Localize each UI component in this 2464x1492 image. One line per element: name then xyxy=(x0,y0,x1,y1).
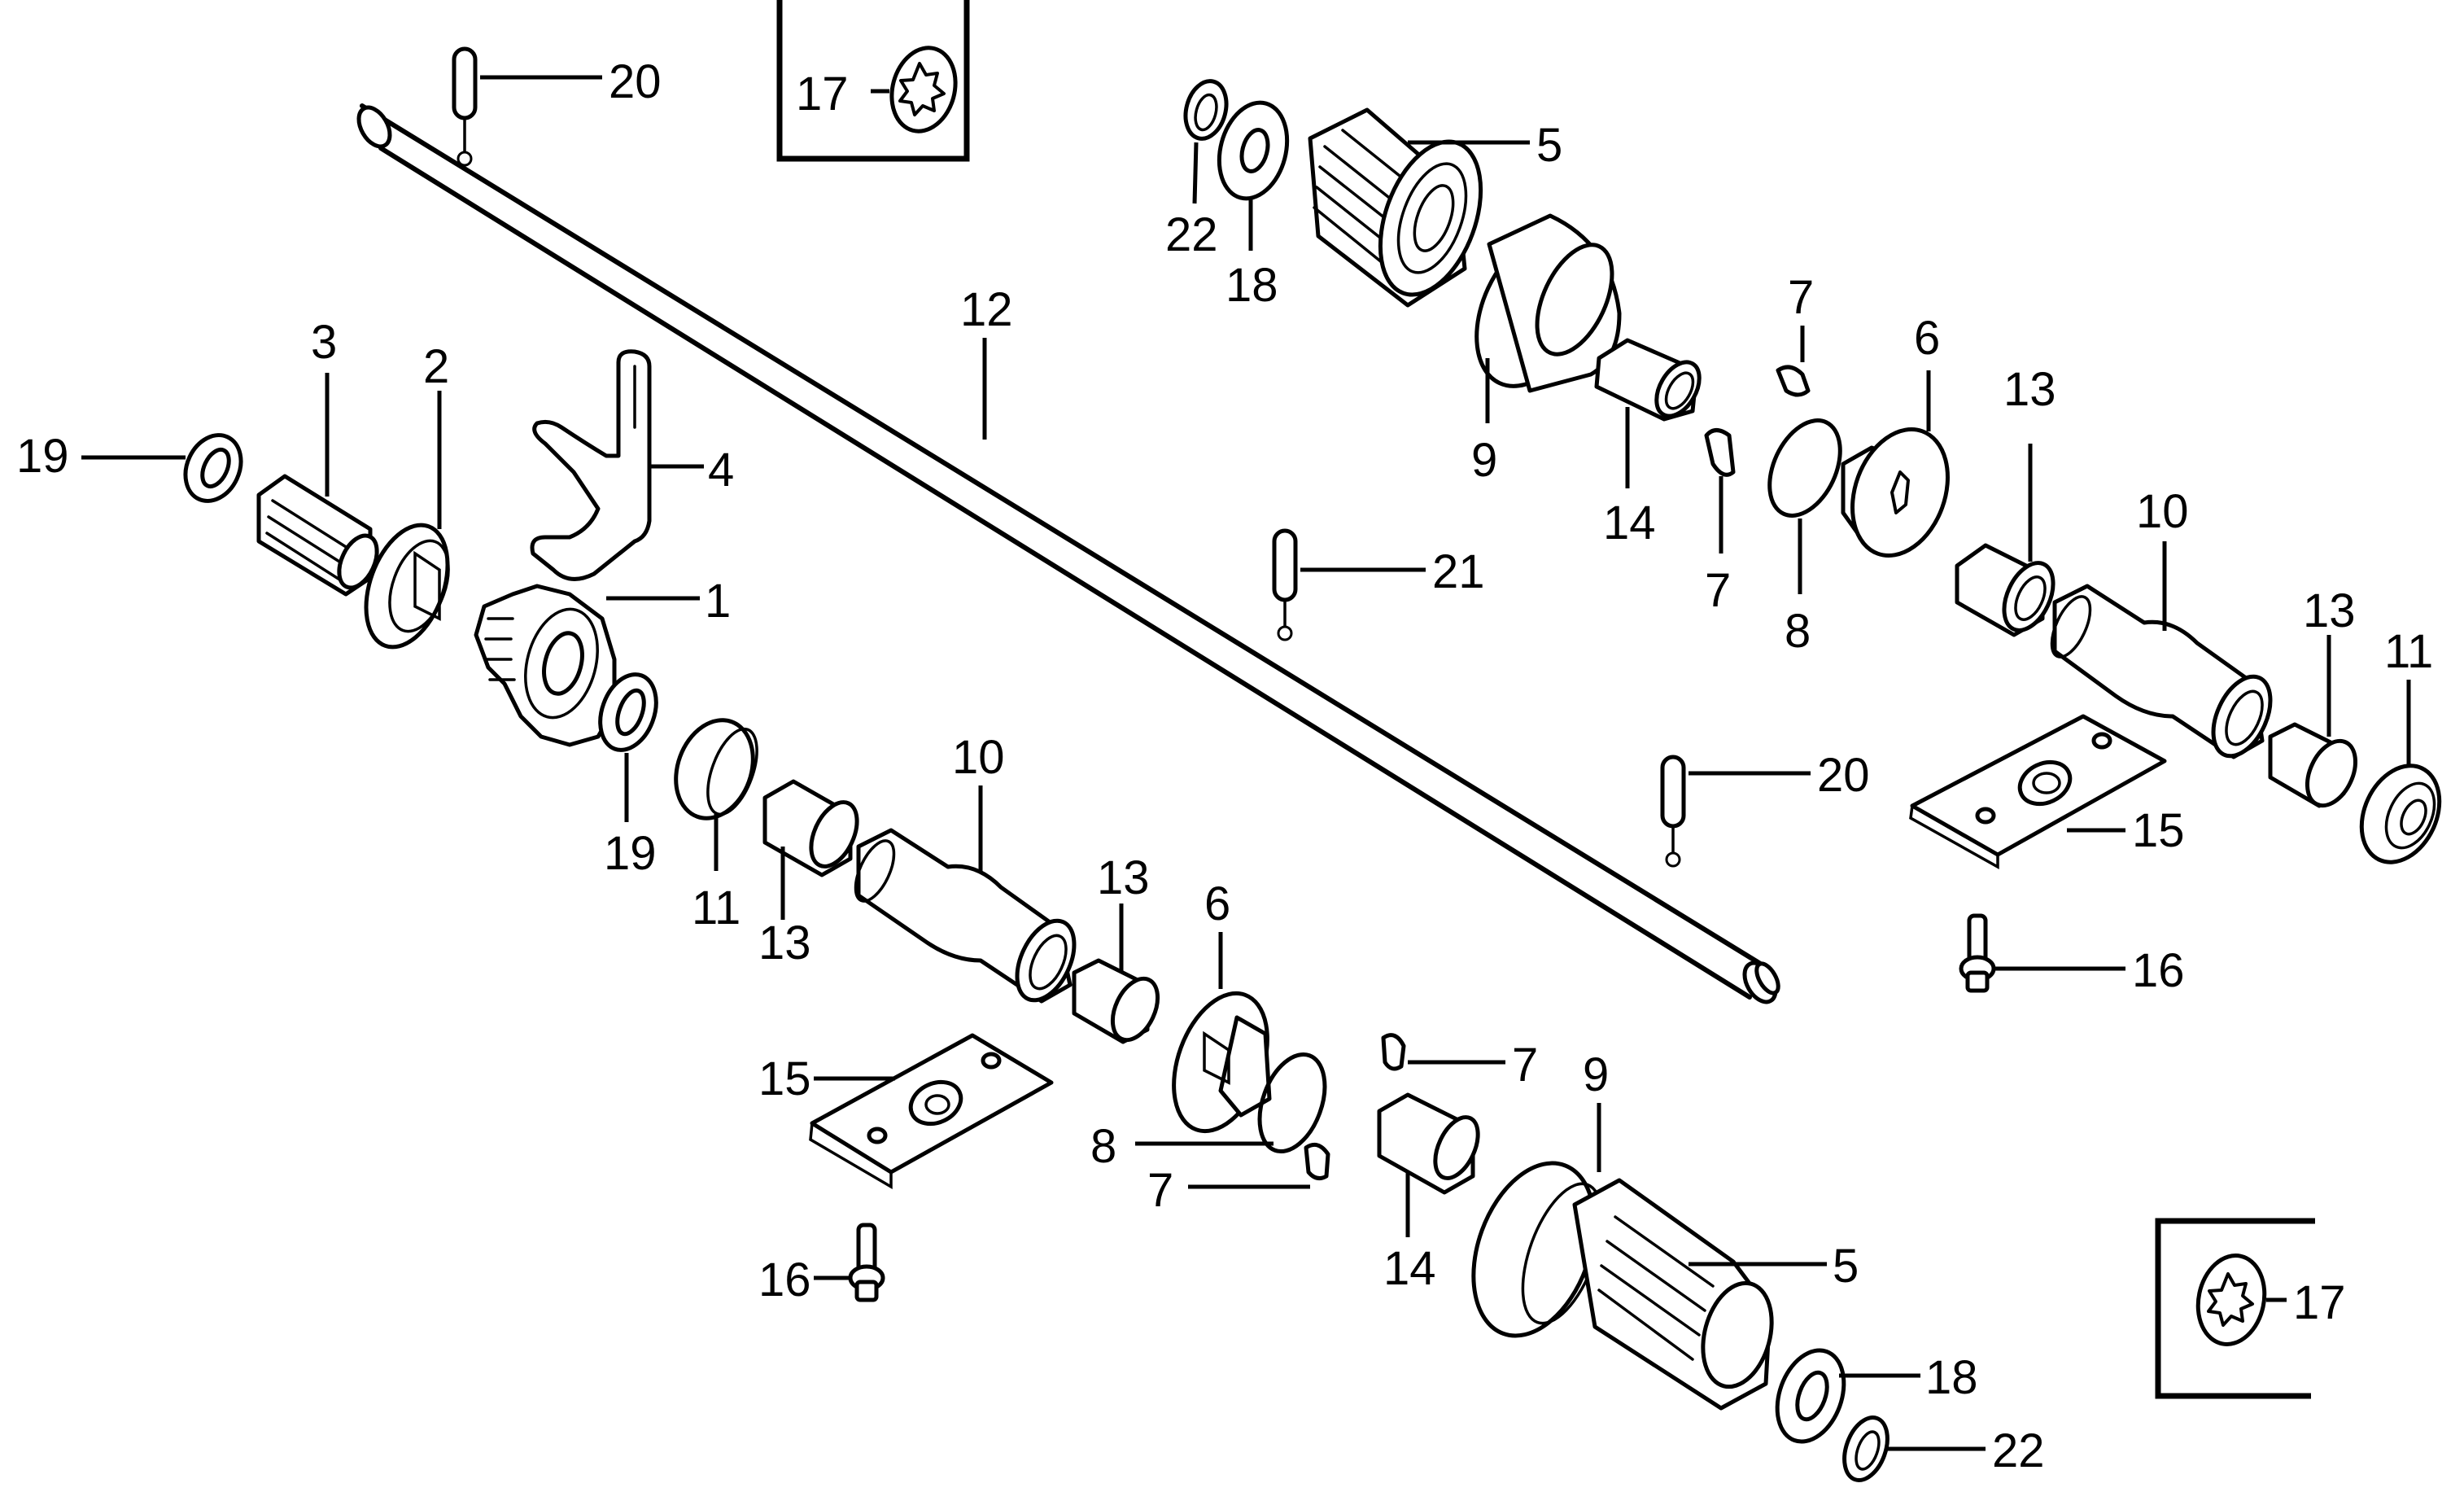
part-9-cup-top[interactable] xyxy=(1454,213,1627,405)
callout-11a[interactable]: 11 xyxy=(692,882,741,934)
callout-15b[interactable]: 15 xyxy=(2132,804,2185,857)
callout-16a[interactable]: 16 xyxy=(758,1254,811,1306)
callout-10b[interactable]: 10 xyxy=(952,731,1005,784)
part-12-shaft[interactable] xyxy=(352,102,1783,1007)
callout-3[interactable]: 3 xyxy=(311,316,337,369)
part-20-pin-right[interactable] xyxy=(1660,755,1686,868)
part-20-pin[interactable] xyxy=(452,46,478,167)
part-4-shift-fork[interactable] xyxy=(530,349,652,581)
part-7-key-mid[interactable] xyxy=(1704,428,1736,477)
callout-21[interactable]: 21 xyxy=(1432,545,1485,598)
callout-17a[interactable]: 17 xyxy=(796,68,849,120)
part-15-plate-mid[interactable] xyxy=(809,1033,1054,1190)
part-1-gear[interactable] xyxy=(474,584,617,747)
callout-6a[interactable]: 6 xyxy=(1914,312,1940,365)
part-18-washer-low[interactable] xyxy=(1765,1341,1855,1451)
part-19-washer-left[interactable] xyxy=(175,426,251,510)
callout-4[interactable]: 4 xyxy=(708,444,734,497)
callout-5b[interactable]: 5 xyxy=(1833,1240,1859,1293)
part-13-bushing-mid[interactable] xyxy=(762,779,867,877)
callout-13d[interactable]: 13 xyxy=(1097,851,1150,904)
part-14-bushing-low[interactable] xyxy=(1377,1092,1487,1195)
part-19-washer-mid[interactable] xyxy=(591,667,666,758)
callout-6b[interactable]: 6 xyxy=(1204,877,1230,930)
part-22-clip-low[interactable] xyxy=(1837,1411,1895,1486)
part-15-plate-right[interactable] xyxy=(1909,714,2167,869)
callout-17b[interactable]: 17 xyxy=(2293,1276,2346,1329)
part-5-gear-top[interactable] xyxy=(1308,107,1500,308)
star-washer-icon xyxy=(898,62,946,116)
callout-7c[interactable]: 7 xyxy=(1512,1039,1538,1092)
part-11-bushing-mid[interactable] xyxy=(663,709,767,829)
part-14-bushing-top[interactable] xyxy=(1594,338,1708,423)
part-21-pin[interactable] xyxy=(1272,528,1298,641)
callout-13a[interactable]: 13 xyxy=(2003,363,2056,416)
callout-18a[interactable]: 18 xyxy=(1225,259,1278,312)
callout-10a[interactable]: 10 xyxy=(2136,485,2189,538)
part-22-clip-top[interactable] xyxy=(1180,77,1233,143)
part-5-gear-low[interactable] xyxy=(1572,1178,1782,1411)
part-7-key-top[interactable] xyxy=(1776,365,1811,397)
part-3-sleeve[interactable] xyxy=(256,474,384,597)
callout-18b[interactable]: 18 xyxy=(1925,1351,1978,1404)
callout-13b[interactable]: 13 xyxy=(2303,584,2356,637)
callout-22a[interactable]: 22 xyxy=(1165,208,1218,261)
inset-box-17-bottom xyxy=(2155,1218,2315,1399)
callout-8a[interactable]: 8 xyxy=(1785,605,1811,658)
part-13-bushing-mid2[interactable] xyxy=(1072,958,1167,1047)
callout-7b[interactable]: 7 xyxy=(1705,564,1731,617)
leader-22a xyxy=(1192,142,1199,204)
callout-2[interactable]: 2 xyxy=(423,340,449,393)
callout-11b[interactable]: 11 xyxy=(2384,625,2433,678)
part-7-key-low[interactable] xyxy=(1304,1142,1330,1181)
callout-7d[interactable]: 7 xyxy=(1147,1164,1173,1217)
part-6-camhub-mid[interactable] xyxy=(1156,981,1285,1144)
part-10-sleeve-mid[interactable] xyxy=(848,828,1086,1009)
part-11-bushing-right[interactable] xyxy=(2347,753,2454,875)
callout-13c[interactable]: 13 xyxy=(758,917,811,969)
part-18-washer-top[interactable] xyxy=(1209,95,1297,207)
callout-22b[interactable]: 22 xyxy=(1992,1424,2045,1477)
part-13-bushing-right1[interactable] xyxy=(1955,543,2063,638)
part-16-bolt-right[interactable] xyxy=(1959,913,1996,993)
part-8-snapring-mid[interactable] xyxy=(1247,1045,1337,1160)
part-9-cup-low[interactable] xyxy=(1451,1146,1618,1352)
part-16-bolt-mid[interactable] xyxy=(848,1223,885,1302)
callout-14a[interactable]: 14 xyxy=(1603,497,1656,549)
callout-9b[interactable]: 9 xyxy=(1583,1048,1609,1101)
callout-8b[interactable]: 8 xyxy=(1090,1120,1116,1173)
callout-14b[interactable]: 14 xyxy=(1383,1242,1436,1295)
callout-12[interactable]: 12 xyxy=(960,283,1013,336)
part-8-snapring-top[interactable] xyxy=(1755,409,1854,527)
callout-7a[interactable]: 7 xyxy=(1788,271,1814,324)
callout-19a[interactable]: 19 xyxy=(16,430,69,483)
callout-9a[interactable]: 9 xyxy=(1471,434,1497,487)
inset-box-17-top xyxy=(776,0,970,162)
callout-19b[interactable]: 19 xyxy=(604,827,657,880)
callout-15a[interactable]: 15 xyxy=(758,1052,811,1105)
callout-5a[interactable]: 5 xyxy=(1536,119,1562,172)
part-6-camhub-top[interactable] xyxy=(1836,416,1964,569)
callout-1[interactable]: 1 xyxy=(705,575,731,628)
callout-20b[interactable]: 20 xyxy=(1817,749,1870,802)
part-7-key-mid2[interactable] xyxy=(1381,1033,1406,1071)
part-10-sleeve-right[interactable] xyxy=(2044,584,2282,765)
callout-16b[interactable]: 16 xyxy=(2132,944,2185,997)
part-13-bushing-right2[interactable] xyxy=(2268,722,2365,813)
star-washer-icon xyxy=(2207,1272,2254,1327)
part-2-collar[interactable] xyxy=(351,514,463,658)
callout-20a[interactable]: 20 xyxy=(609,55,662,108)
